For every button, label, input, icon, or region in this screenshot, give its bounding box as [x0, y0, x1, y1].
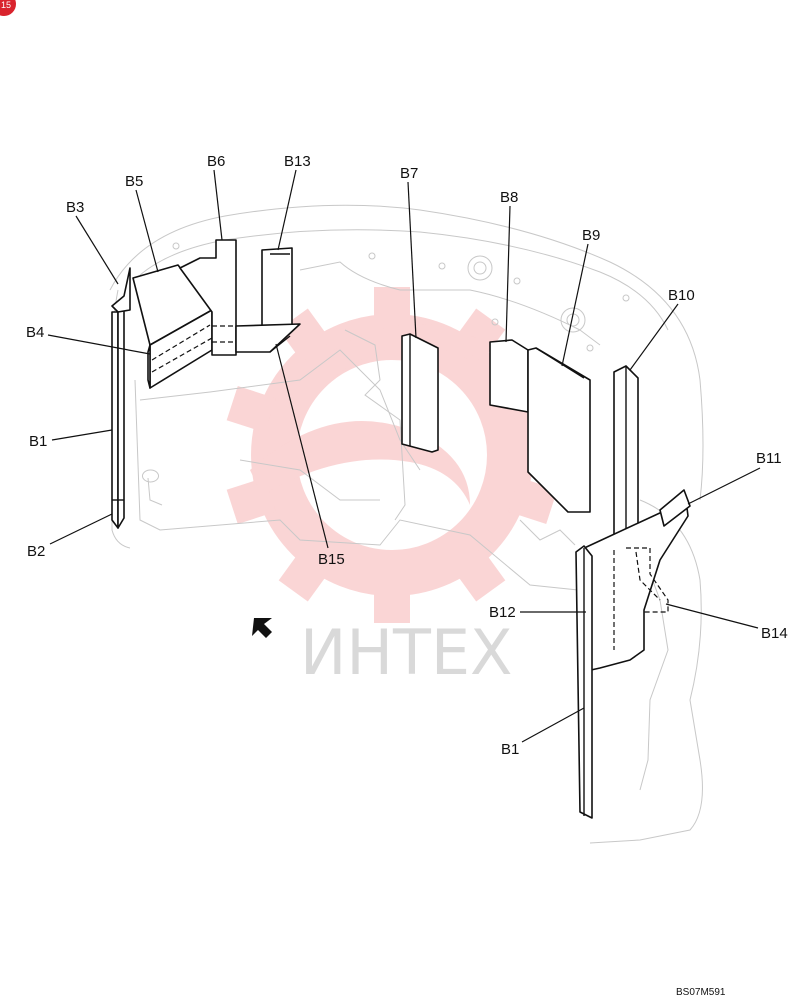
- direction-arrow-icon: [252, 618, 272, 638]
- callout-label: B5: [125, 173, 143, 190]
- part-b7-panel: [401, 333, 439, 453]
- callout-b4: B4: [26, 324, 151, 355]
- gear-tooth: [374, 583, 410, 623]
- watermark-text: ИНТЕХ: [300, 616, 513, 689]
- callout-b15: B15: [275, 343, 345, 568]
- callout-label: B13: [284, 153, 311, 170]
- callout-b1-right: B1: [501, 707, 585, 758]
- callout-b6: B6: [207, 153, 225, 241]
- callout-label: B2: [27, 543, 45, 560]
- callout-b5: B5: [125, 173, 159, 273]
- gear-tooth: [226, 385, 276, 433]
- callout-label: B11: [756, 450, 782, 467]
- gear-tooth: [278, 547, 332, 602]
- callout-label: B1: [29, 433, 47, 450]
- callout-b10: B10: [629, 287, 695, 371]
- callout-label: B12: [489, 604, 516, 621]
- callout-b9: B9: [561, 227, 600, 367]
- callout-label: B3: [66, 199, 84, 216]
- callout-label: B10: [668, 287, 695, 304]
- callout-b3: B3: [66, 199, 119, 285]
- gear-tooth: [374, 287, 410, 327]
- callout-b1-left: B1: [29, 429, 113, 450]
- callout-b13: B13: [277, 153, 311, 251]
- machine-body-outline: [109, 204, 704, 844]
- part-b1-left-strip: [111, 267, 131, 529]
- callout-b7: B7: [400, 165, 418, 339]
- callout-b11: B11: [687, 450, 782, 505]
- part-b11-b12-b14-assembly: [579, 489, 691, 673]
- callout-label: B15: [318, 551, 345, 568]
- callout-label: B14: [761, 625, 788, 642]
- callout-label: B8: [500, 189, 518, 206]
- gear-tooth: [226, 477, 276, 525]
- part-b8-panel: [489, 339, 529, 413]
- callout-b2: B2: [27, 513, 113, 560]
- part-b6-panel: [179, 239, 237, 356]
- callout-label: B1: [501, 741, 519, 758]
- callout-b8: B8: [500, 189, 518, 343]
- page-badge-number: 15: [1, 0, 11, 10]
- page-badge: 15: [0, 0, 16, 16]
- part-b9-panel: [527, 347, 591, 513]
- callout-label: B6: [207, 153, 225, 170]
- part-b10-strip: [613, 365, 639, 561]
- part-b13-panel: [261, 247, 293, 329]
- callout-label: B9: [582, 227, 600, 244]
- drawing-reference-code: BS07M591: [676, 987, 726, 998]
- callout-label: B4: [26, 324, 44, 341]
- part-b1-right-strip: [575, 545, 593, 819]
- callout-b14: B14: [665, 603, 788, 642]
- callout-b12: B12: [489, 604, 586, 621]
- part-b15-plate: [235, 323, 301, 353]
- gear-tooth: [452, 547, 506, 602]
- callout-label: B7: [400, 165, 418, 182]
- callout-labels: B1 B2 B3 B4 B5 B6 B13 B7: [26, 153, 788, 758]
